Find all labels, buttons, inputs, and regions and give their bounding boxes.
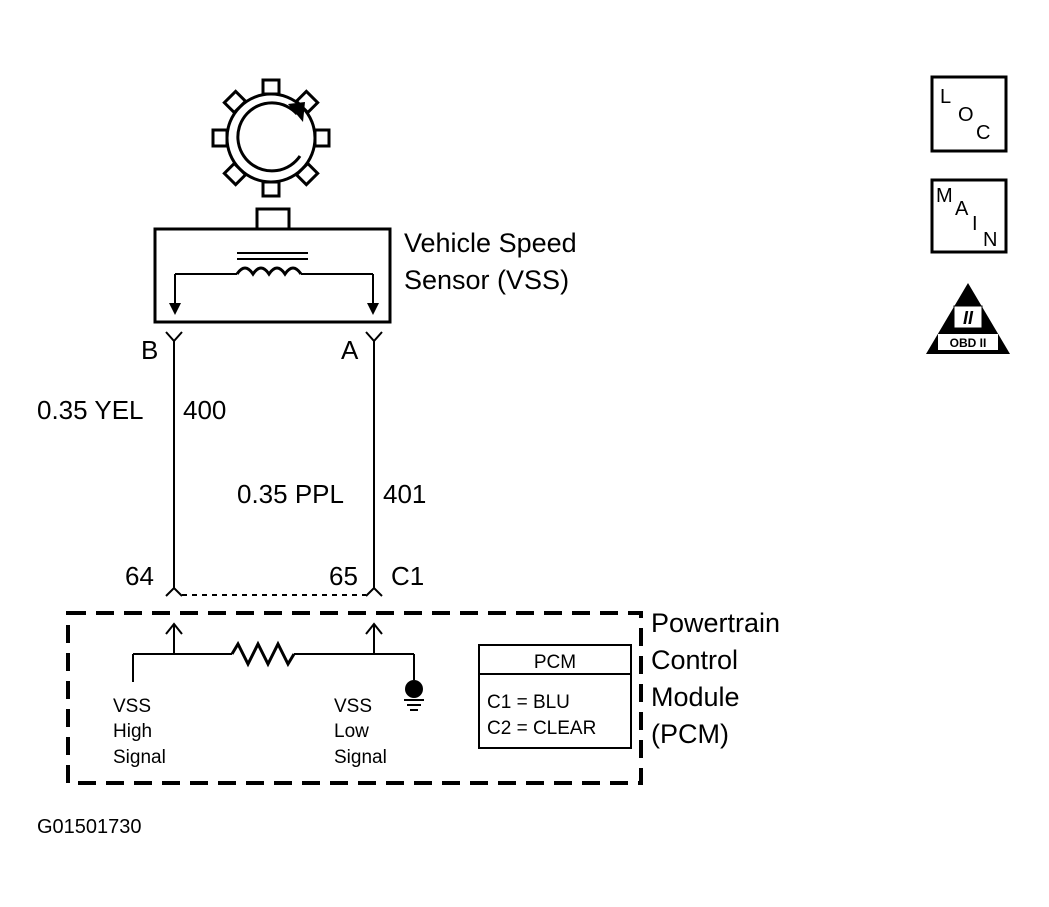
wheel-tooth: [313, 128, 331, 148]
ground-icon: [404, 699, 424, 711]
wire-400-circuit: 400: [183, 395, 226, 425]
legend-c1: C1 = BLU: [487, 692, 570, 713]
wheel-tooth: [261, 78, 281, 96]
loc-icon: L O C: [930, 75, 1008, 153]
sensor-pin-a-label: A: [341, 335, 359, 365]
pcm-pin-64-label: 64: [125, 561, 154, 591]
wire-401-circuit: 401: [383, 479, 426, 509]
sensor-name-line2: Sensor (VSS): [404, 265, 569, 295]
wire-400-gauge-color: 0.35 YEL: [37, 395, 144, 425]
svg-text:N: N: [983, 229, 997, 251]
resistor-icon: [230, 640, 296, 668]
wire-401-gauge-color: 0.35 PPL: [237, 479, 344, 509]
vss-low-line1: VSS: [334, 696, 372, 717]
pcm-internal-circuit: [132, 622, 424, 711]
pcm-pin-65-connector: [365, 586, 383, 597]
reluctor-wheel-icon: [211, 78, 331, 198]
sensor-name-line1: Vehicle Speed: [404, 228, 577, 258]
wheel-tooth: [294, 161, 320, 187]
sensor-pin-b-label: B: [141, 335, 158, 365]
svg-text:C: C: [976, 122, 990, 144]
legend-title: PCM: [534, 652, 576, 673]
pcm-pin-65-label: 65: [329, 561, 358, 591]
svg-text:OBD II: OBD II: [950, 336, 987, 350]
pcm-connector-label: C1: [391, 561, 424, 591]
vss-low-line2: Low: [334, 721, 369, 742]
pcm-name-line1: Powertrain: [651, 608, 780, 638]
pcm-module-outline: [66, 611, 643, 785]
sensor-coil-icon: [169, 252, 379, 315]
pcm-name-line4: (PCM): [651, 719, 729, 749]
sensor-pin-a-connector: [365, 331, 383, 343]
wheel-tooth: [222, 89, 248, 115]
svg-text:A: A: [955, 198, 969, 220]
vss-high-line1: VSS: [113, 696, 151, 717]
svg-text:M: M: [936, 185, 953, 207]
vss-high-line3: Signal: [113, 747, 166, 768]
svg-text:I: I: [972, 213, 978, 235]
pcm-name-line2: Control: [651, 645, 738, 675]
ground-node-icon: [405, 680, 423, 698]
rotation-arrow-icon: [288, 102, 305, 122]
sensor-pin-b-connector: [165, 331, 183, 343]
main-icon: M A I N: [930, 178, 1008, 254]
pcm-name-line3: Module: [651, 682, 740, 712]
sensor-stub: [255, 207, 291, 231]
vss-low-line3: Signal: [334, 747, 387, 768]
vss-high-line2: High: [113, 721, 152, 742]
pcm-pin-64-connector: [165, 586, 183, 597]
wheel-tooth: [222, 161, 248, 187]
legend-c2: C2 = CLEAR: [487, 718, 596, 739]
svg-text:O: O: [958, 104, 974, 126]
svg-text:L: L: [940, 86, 951, 108]
svg-text:II: II: [963, 308, 974, 328]
obd-ii-icon: II OBD II: [926, 283, 1010, 354]
wheel-tooth: [211, 128, 229, 148]
wheel-tooth: [261, 180, 281, 198]
sensor-body: [153, 227, 392, 324]
figure-id: G01501730: [37, 816, 142, 838]
pcm-connector-legend: PCM C1 = BLU C2 = CLEAR: [478, 644, 632, 749]
